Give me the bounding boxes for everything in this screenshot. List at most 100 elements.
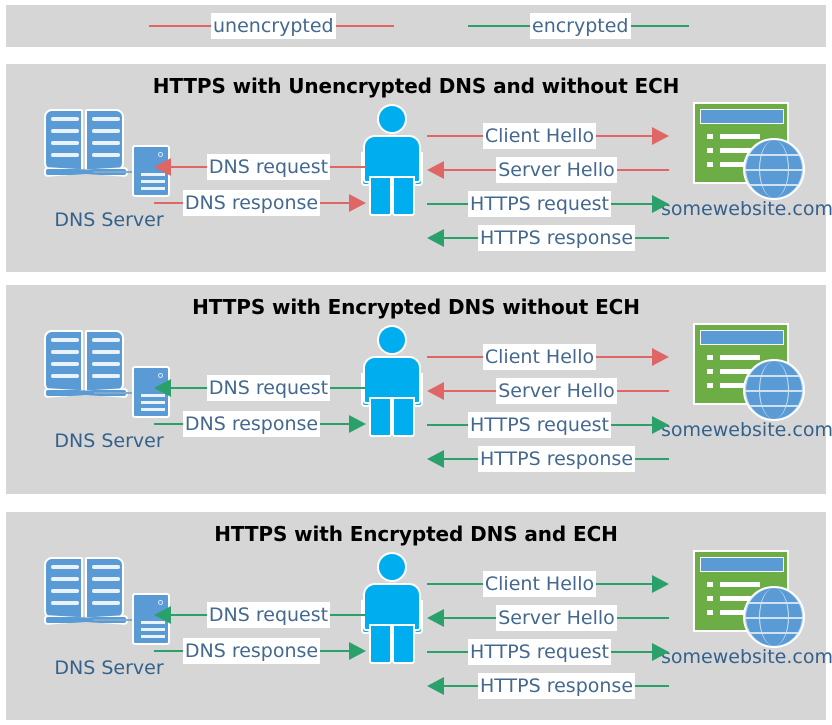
scenario-panel-1: HTTPS with Unencrypted DNS and without E…: [6, 64, 832, 272]
book-text-line: [92, 117, 120, 121]
flow-row-right: Client Hello: [427, 123, 669, 149]
book-text-line: [92, 589, 120, 593]
dns-connector-line: [94, 171, 136, 173]
flow-row-right: Client Hello: [427, 571, 669, 597]
globe-longitude-line: [745, 140, 803, 198]
flow-label: HTTPS response: [477, 225, 636, 251]
website-icon-group: somewebsite.com: [661, 323, 832, 463]
book-page-left: [44, 557, 83, 619]
server-slot: [141, 187, 165, 190]
dns-connector-line: [94, 619, 136, 621]
book-icon: [44, 109, 128, 179]
browser-content-line: [720, 355, 760, 360]
book-text-line: [51, 117, 79, 121]
arrow-head-left: [427, 382, 444, 400]
book-text-line: [51, 362, 79, 366]
flow-row-right: HTTPS response: [427, 446, 669, 472]
book-icon: [44, 557, 128, 627]
server-led-icon: [158, 152, 163, 157]
person-leg-right: [392, 176, 415, 216]
flow-row-right: HTTPS request: [427, 412, 670, 438]
globe-icon: [743, 586, 805, 648]
flow-row-left: DNS response: [154, 190, 366, 216]
person-body: [363, 135, 421, 183]
server-slot: [141, 180, 165, 183]
flow-label: HTTPS response: [477, 446, 636, 472]
flow-row-right: HTTPS request: [427, 191, 670, 217]
dns-server-icon-group: DNS Server: [36, 109, 186, 254]
browser-content-line: [720, 582, 760, 587]
book-text-line: [51, 589, 79, 593]
book-text-line: [51, 374, 79, 378]
flow-label: HTTPS request: [468, 412, 611, 438]
arrow-line: [444, 390, 497, 392]
flow-label: HTTPS request: [468, 191, 611, 217]
flow-row-left: DNS request: [154, 154, 367, 180]
website-icon-group: somewebsite.com: [661, 102, 832, 242]
arrow-line: [320, 202, 349, 204]
flow-label: DNS request: [206, 375, 331, 401]
browser-bullet: [707, 148, 713, 153]
arrow-line: [596, 583, 652, 585]
book-text-line: [92, 577, 120, 581]
arrow-head-left: [427, 609, 444, 627]
arrow-line: [596, 356, 652, 358]
arrow-line: [444, 617, 497, 619]
arrow-line: [610, 651, 653, 653]
flow-row-left: DNS response: [154, 638, 366, 664]
server-slot: [141, 401, 165, 404]
arrow-head-left: [154, 158, 171, 176]
arrow-line: [427, 651, 469, 653]
book-text-line: [51, 129, 79, 133]
server-slot: [141, 394, 165, 397]
flow-label: Client Hello: [482, 123, 597, 149]
arrow-head-right: [349, 642, 366, 660]
client-person-icon: [361, 104, 423, 216]
server-slot: [141, 408, 165, 411]
person-head: [377, 552, 407, 582]
flow-row-right: Server Hello: [427, 605, 670, 631]
arrow-line: [427, 135, 483, 137]
dns-server-label: DNS Server: [54, 657, 164, 679]
book-text-line: [92, 565, 120, 569]
book-text-line: [51, 350, 79, 354]
globe-longitude-line: [745, 588, 803, 646]
arrow-line: [610, 424, 653, 426]
browser-bullet: [707, 596, 713, 601]
arrow-line: [616, 390, 670, 392]
arrow-head-left: [154, 606, 171, 624]
arrow-head-left: [427, 229, 444, 247]
legend-label-encrypted: encrypted: [530, 13, 631, 39]
flow-row-right: HTTPS request: [427, 639, 670, 665]
arrow-line: [320, 650, 349, 652]
server-slot: [141, 635, 165, 638]
arrow-line: [427, 583, 483, 585]
arrow-line: [154, 423, 183, 425]
dns-server-label: DNS Server: [54, 430, 164, 452]
arrow-line: [444, 685, 478, 687]
flow-label: Server Hello: [496, 605, 617, 631]
legend-item-encrypted: encrypted: [468, 13, 689, 39]
flow-label: Server Hello: [496, 378, 617, 404]
flow-label: DNS request: [206, 154, 331, 180]
arrow-line: [444, 169, 497, 171]
book-text-line: [51, 153, 79, 157]
book-text-line: [51, 601, 79, 605]
person-leg-right: [392, 397, 415, 437]
server-slot: [141, 621, 165, 624]
book-text-line: [51, 338, 79, 342]
book-text-line: [51, 577, 79, 581]
website-icon-group: somewebsite.com: [661, 550, 832, 690]
scenario-panel-3: HTTPS with Encrypted DNS and ECH DNS Ser…: [6, 512, 832, 720]
person-leg-left: [369, 176, 392, 216]
server-led-icon: [158, 600, 163, 605]
person-leg-left: [369, 624, 392, 664]
arrow-head-left: [427, 450, 444, 468]
book-text-line: [92, 338, 120, 342]
arrow-head-right: [652, 195, 670, 213]
flow-label: HTTPS response: [477, 673, 636, 699]
panel-title: HTTPS with Unencrypted DNS and without E…: [152, 74, 680, 98]
panel-title: HTTPS with Encrypted DNS without ECH: [192, 295, 640, 319]
arrow-head-left: [427, 677, 444, 695]
